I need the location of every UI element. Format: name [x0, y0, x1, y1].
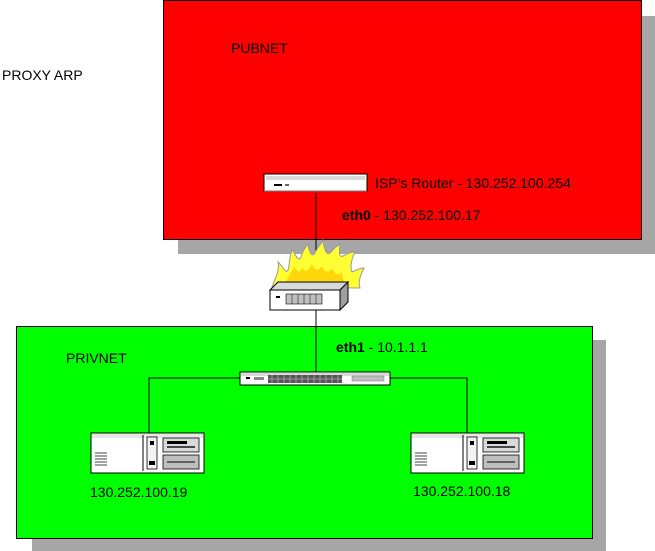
- router-icon: [263, 173, 368, 192]
- pubnet-label: PUBNET: [231, 40, 288, 56]
- eth1-addr: - 10.1.1.1: [364, 339, 428, 355]
- link-switch-left-host: [148, 377, 240, 434]
- eth0-name: eth0: [342, 207, 371, 223]
- host-left-ip: 130.252.100.19: [90, 484, 188, 500]
- diagram-title: PROXY ARP: [2, 67, 83, 83]
- eth1-name: eth1: [336, 339, 365, 355]
- pubnet-zone: [163, 0, 642, 240]
- server-icon: [410, 432, 525, 474]
- server-icon: [90, 432, 205, 474]
- eth0-label: eth0 - 130.252.100.17: [342, 207, 481, 223]
- eth1-label: eth1 - 10.1.1.1: [336, 339, 428, 355]
- privnet-label: PRIVNET: [66, 350, 127, 366]
- router-label: ISP’s Router - 130.252.100.254: [375, 175, 571, 191]
- firewall-icon: [268, 238, 365, 312]
- host-right-ip: 130.252.100.18: [413, 483, 511, 499]
- switch-icon: [239, 371, 391, 386]
- eth0-addr: - 130.252.100.17: [370, 207, 481, 223]
- link-switch-right-host: [390, 377, 468, 434]
